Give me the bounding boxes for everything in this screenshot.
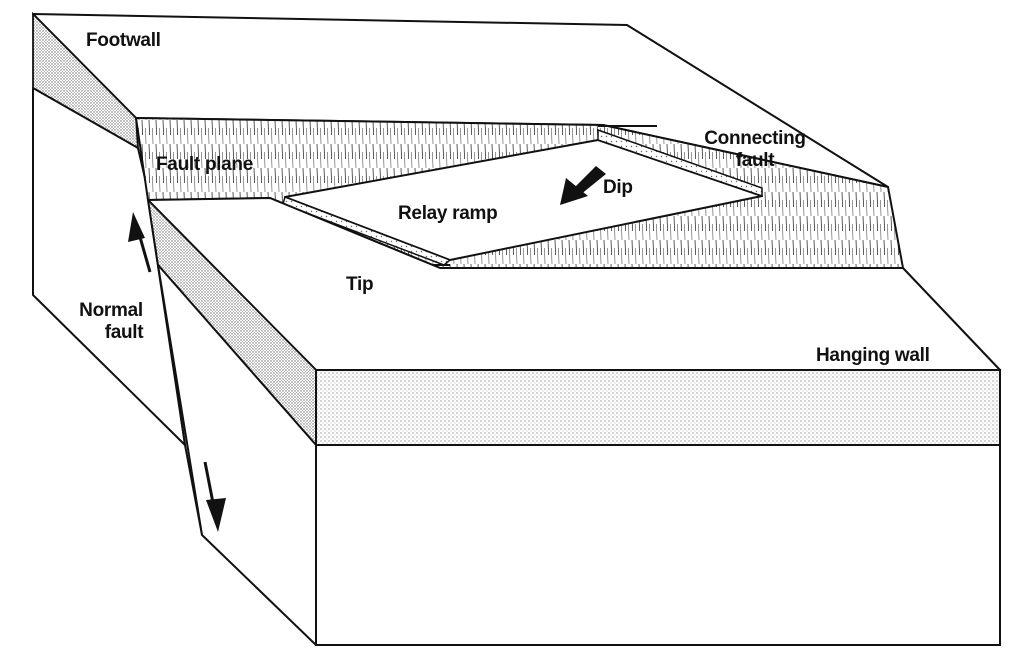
normal-fault-trace bbox=[147, 199, 203, 536]
hanging-wall-front-face bbox=[315, 444, 1001, 646]
connecting-fault-label-line1: Connecting bbox=[704, 128, 806, 149]
up-arrow-icon bbox=[128, 212, 152, 273]
relay-ramp-edge-upper bbox=[597, 128, 763, 198]
dip-arrow-icon bbox=[560, 166, 606, 205]
normal-fault-label-line2: fault bbox=[104, 322, 144, 343]
hanging-wall-front-bed bbox=[315, 369, 1001, 446]
connecting-fault-label-line2: fault bbox=[735, 150, 775, 171]
connecting-fault-label: Connecting fault bbox=[690, 128, 820, 172]
footwall-label: Footwall bbox=[86, 30, 161, 51]
tip-label: Tip bbox=[346, 274, 374, 295]
hanging-wall-label: Hanging wall bbox=[816, 345, 930, 366]
normal-fault-label: Normal fault bbox=[66, 300, 156, 344]
relay-ramp-label: Relay ramp bbox=[398, 203, 498, 224]
normal-fault-label-line1: Normal bbox=[79, 300, 143, 321]
fault-plane-label: Fault plane bbox=[156, 154, 253, 175]
dip-label: Dip bbox=[603, 177, 633, 198]
down-arrow-icon bbox=[203, 461, 226, 532]
